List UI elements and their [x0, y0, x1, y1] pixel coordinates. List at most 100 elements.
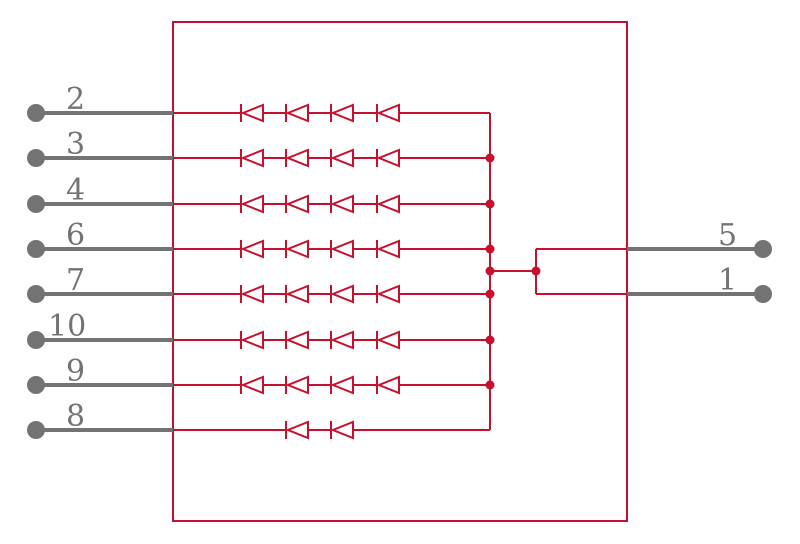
diode-triangle — [376, 330, 400, 350]
diode-symbol — [330, 284, 354, 304]
diode-gap — [330, 285, 354, 303]
diode-triangle — [240, 284, 264, 304]
diode-gap — [330, 376, 354, 394]
pin-terminal — [27, 149, 45, 167]
diode-triangle — [330, 194, 354, 214]
pin-terminal — [27, 331, 45, 349]
diode-triangle — [376, 148, 400, 168]
pin-number: 5 — [718, 218, 737, 253]
pin-number: 7 — [66, 263, 85, 298]
diode-triangle — [330, 375, 354, 395]
diode-symbol — [330, 239, 354, 259]
diode-gap — [240, 149, 264, 167]
diode-gap — [330, 240, 354, 258]
diode-symbol — [240, 103, 264, 123]
diode-gap — [376, 240, 400, 258]
diode-symbol — [285, 239, 309, 259]
pin-number: 3 — [66, 127, 85, 162]
diode-symbol — [330, 103, 354, 123]
pin-terminal — [754, 240, 772, 258]
pin-number: 6 — [66, 218, 85, 253]
diode-triangle — [240, 194, 264, 214]
diode-triangle — [330, 420, 354, 440]
diode-symbol — [376, 239, 400, 259]
diode-triangle — [240, 239, 264, 259]
right-pins: 51 — [627, 218, 772, 303]
diode-symbol — [240, 148, 264, 168]
pin-terminal — [27, 195, 45, 213]
diode-symbol — [240, 284, 264, 304]
diode-symbol — [330, 375, 354, 395]
diode-triangle — [376, 103, 400, 123]
diode-gap — [285, 421, 309, 439]
diode-symbol — [376, 284, 400, 304]
pin-terminal — [27, 421, 45, 439]
diode-triangle — [330, 239, 354, 259]
diode-symbol — [376, 330, 400, 350]
diode-symbol — [376, 148, 400, 168]
diode-symbol — [330, 330, 354, 350]
diode-symbol — [240, 194, 264, 214]
diode-triangle — [330, 284, 354, 304]
diode-symbol — [285, 194, 309, 214]
diode-gap — [285, 376, 309, 394]
diode-gap — [376, 331, 400, 349]
diode-triangle — [285, 375, 309, 395]
pin-number: 10 — [48, 309, 86, 344]
diode-gap — [285, 240, 309, 258]
diode-triangle — [285, 148, 309, 168]
diode-symbol — [285, 330, 309, 350]
diode-triangle — [330, 148, 354, 168]
diode-gap — [330, 195, 354, 213]
diode-triangle — [285, 103, 309, 123]
pin-number: 2 — [66, 82, 85, 117]
diode-symbol — [285, 148, 309, 168]
diode-gap — [330, 421, 354, 439]
diode-gap — [376, 104, 400, 122]
diode-gap — [285, 285, 309, 303]
diode-gap — [376, 195, 400, 213]
diode-triangle — [376, 375, 400, 395]
diode-gap — [240, 240, 264, 258]
diode-symbol — [376, 103, 400, 123]
diode-gap — [285, 149, 309, 167]
diode-triangle — [240, 103, 264, 123]
pin-number: 1 — [718, 263, 737, 298]
diode-gap — [240, 195, 264, 213]
diode-symbol — [240, 375, 264, 395]
diode-symbol — [376, 375, 400, 395]
pin-number: 8 — [66, 399, 85, 434]
diode-symbol — [330, 420, 354, 440]
pin-number: 4 — [66, 173, 85, 208]
diode-symbol — [330, 194, 354, 214]
diode-triangle — [376, 284, 400, 304]
diode-symbol — [285, 284, 309, 304]
diode-triangle — [376, 194, 400, 214]
diode-symbol — [376, 194, 400, 214]
diode-triangle — [240, 330, 264, 350]
diode-triangle — [330, 330, 354, 350]
diode-gap — [285, 104, 309, 122]
diode-symbol — [330, 148, 354, 168]
diode-gap — [240, 285, 264, 303]
diode-symbol — [285, 375, 309, 395]
diode-gap — [330, 331, 354, 349]
diode-triangle — [285, 420, 309, 440]
pin-terminal — [27, 285, 45, 303]
pin-terminal — [27, 376, 45, 394]
diode-triangle — [240, 148, 264, 168]
diode-symbol — [285, 103, 309, 123]
diode-triangle — [376, 239, 400, 259]
diode-symbol — [240, 239, 264, 259]
pin-terminal — [27, 104, 45, 122]
diode-strings — [240, 103, 400, 440]
pin-number: 9 — [66, 354, 85, 389]
diode-gap — [285, 331, 309, 349]
diode-symbol — [240, 330, 264, 350]
diode-gap — [376, 149, 400, 167]
diode-triangle — [240, 375, 264, 395]
pin-terminal — [754, 285, 772, 303]
diode-gap — [330, 149, 354, 167]
diode-symbol — [285, 420, 309, 440]
